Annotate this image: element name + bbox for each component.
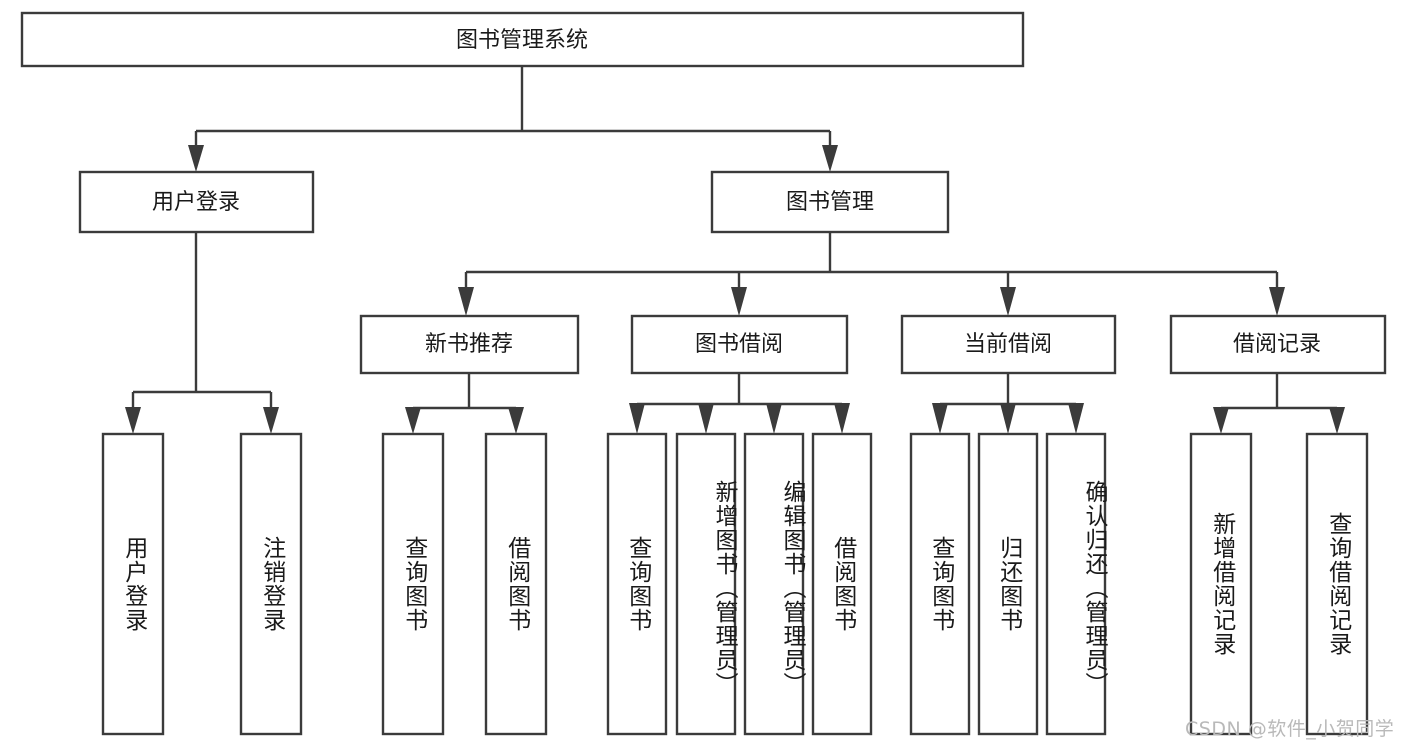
node-box-root[interactable] [20, 11, 1025, 68]
leaf-box-bb-borrow-book[interactable] [811, 432, 873, 736]
node-label-book-mgmt: 图书管理 [786, 190, 874, 215]
csdn-watermark: CSDN @软件_小贺同学 [1185, 718, 1395, 740]
node-label-new-book: 新书推荐 [425, 332, 513, 357]
arrow-head-leaf-user-login [125, 407, 141, 434]
arrow-head-nb-query [405, 407, 421, 434]
connectors-new-book-to-leaves [405, 373, 524, 434]
arrow-head-cb-return [1000, 403, 1016, 434]
leaf-box-br-query-record[interactable] [1305, 432, 1369, 736]
arrow-head-book-borrow [731, 287, 747, 316]
arrow-head-cb-confirm [1068, 403, 1084, 434]
node-label-borrow-record: 借阅记录 [1233, 332, 1321, 357]
node-label-book-borrow: 图书借阅 [695, 332, 783, 357]
node-label-current-borrow: 当前借阅 [964, 332, 1052, 357]
node-label-user-login: 用户登录 [152, 190, 240, 215]
node-box-new-book[interactable] [359, 314, 580, 375]
node-box-user-login[interactable] [78, 170, 315, 234]
leaf-box-nb-borrow-book[interactable] [484, 432, 548, 736]
arrow-head-bb-query [629, 403, 645, 434]
connectors-user-login-to-leaves [125, 232, 279, 434]
arrow-head-current-borrow [1000, 287, 1016, 316]
connectors-borrow-record-to-leaves [1213, 373, 1345, 434]
arrow-head-br-add [1213, 407, 1229, 434]
arrow-head-br-query [1329, 407, 1345, 434]
leaf-box-cb-query-book[interactable] [909, 432, 971, 736]
arrow-head-book-mgmt [822, 145, 838, 172]
leaf-box-cb-return-book[interactable] [977, 432, 1039, 736]
leaf-box-br-add-record[interactable] [1189, 432, 1253, 736]
connectors-root-to-level2 [188, 66, 838, 172]
arrow-head-user-login [188, 145, 204, 172]
arrow-head-leaf-logout [263, 407, 279, 434]
connectors-current-borrow-to-leaves [932, 373, 1084, 434]
node-box-book-borrow[interactable] [630, 314, 849, 375]
leaf-box-logout[interactable] [239, 432, 303, 736]
leaf-box-bb-add-book[interactable] [675, 432, 737, 736]
node-box-borrow-record[interactable] [1169, 314, 1387, 375]
arrow-head-bb-borrow [834, 403, 850, 434]
arrow-head-cb-query [932, 403, 948, 434]
leaf-box-nb-query-book[interactable] [381, 432, 445, 736]
arrow-head-bb-add [698, 403, 714, 434]
leaf-box-user-login[interactable] [101, 432, 165, 736]
connectors-book-borrow-to-leaves [629, 373, 850, 434]
node-label-root: 图书管理系统 [456, 28, 588, 53]
leaf-box-cb-confirm-return[interactable] [1045, 432, 1107, 736]
arrow-head-borrow-record [1269, 287, 1285, 316]
arrow-head-bb-edit [766, 403, 782, 434]
node-box-book-mgmt[interactable] [710, 170, 950, 234]
leaf-box-bb-query-book[interactable] [606, 432, 668, 736]
connectors-book-mgmt-to-level3 [458, 232, 1285, 316]
leaf-box-bb-edit-book[interactable] [743, 432, 805, 736]
arrow-head-new-book [458, 287, 474, 316]
node-box-current-borrow[interactable] [900, 314, 1117, 375]
arrow-head-nb-borrow [508, 407, 524, 434]
